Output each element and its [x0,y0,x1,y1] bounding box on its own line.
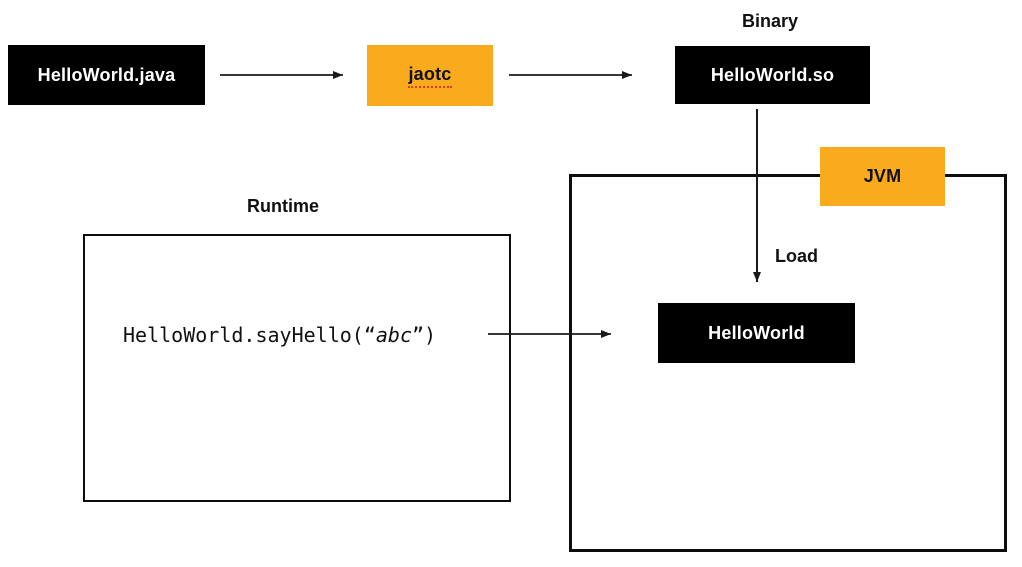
source-file-label: HelloWorld.java [37,64,176,85]
jvm-container-frame [569,174,1007,552]
runtime-call-suffix: ”) [412,323,437,347]
binary-so-label: HelloWorld.so [710,64,835,85]
binary-so-box: HelloWorld.so [675,46,870,104]
runtime-container-frame [83,234,511,502]
runtime-call-arg: abc [375,323,412,347]
runtime-caption: Runtime [247,196,319,216]
loaded-class-box: HelloWorld [658,303,855,363]
load-caption: Load [775,246,818,266]
jvm-badge-label: JVM [863,166,902,186]
jaotc-label: jaotc [408,64,452,88]
runtime-call-prefix: HelloWorld.sayHello(“ [123,323,376,347]
runtime-call-code: HelloWorld.sayHello(“abc”) [123,323,436,347]
binary-caption: Binary [742,11,799,31]
jaotc-compiler-box: jaotc [367,45,493,106]
source-file-box: HelloWorld.java [8,45,205,105]
jvm-badge: JVM [820,147,945,206]
loaded-class-label: HelloWorld [708,322,805,343]
